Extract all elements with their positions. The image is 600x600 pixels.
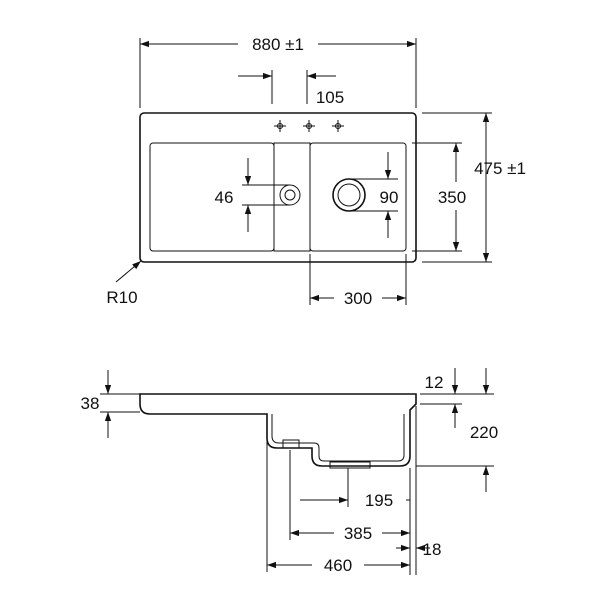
right-bowl <box>309 142 407 252</box>
dim-corner-radius: R10 <box>106 288 137 307</box>
dim-rim-height: 38 <box>81 394 100 413</box>
tap-hole-marker-icon <box>303 120 315 132</box>
bowl-inner-line <box>271 414 405 462</box>
dim-flange-thickness: 12 <box>425 373 444 392</box>
dim-small-drain: 46 <box>215 188 234 207</box>
dim-wall-thickness: 18 <box>423 540 442 559</box>
sink-profile <box>139 393 417 467</box>
dim-bowl-width: 300 <box>344 289 372 308</box>
dim-overall-width: 880 ±1 <box>252 35 304 54</box>
dim-bowl-depth: 350 <box>438 188 466 207</box>
sink-outline <box>139 112 417 263</box>
small-drain-inner <box>284 189 296 201</box>
dim-drain-offset: 195 <box>365 491 393 510</box>
top-view: 880 ±1 105 475 ±1 350 46 90 R10 <box>106 35 526 308</box>
dim-bowl-length-inner: 385 <box>344 524 372 543</box>
large-drain-inner <box>337 183 361 207</box>
dim-overall-depth: 475 ±1 <box>474 159 526 178</box>
dim-bowl-spacing: 105 <box>316 88 344 107</box>
dim-bowl-length: 460 <box>324 556 352 575</box>
drain-outlet-small <box>282 439 300 449</box>
tap-hole-marker-icon <box>332 120 344 132</box>
tap-hole-markers <box>274 120 344 132</box>
dim-large-drain: 90 <box>380 188 399 207</box>
dim-total-depth: 220 <box>470 423 498 442</box>
side-view: 38 12 220 195 385 460 18 <box>81 368 498 575</box>
center-divider <box>273 142 311 252</box>
small-drain-outer <box>279 184 301 206</box>
left-bowl <box>149 142 275 252</box>
drain-outlet-large <box>329 461 371 469</box>
tap-hole-marker-icon <box>274 120 286 132</box>
